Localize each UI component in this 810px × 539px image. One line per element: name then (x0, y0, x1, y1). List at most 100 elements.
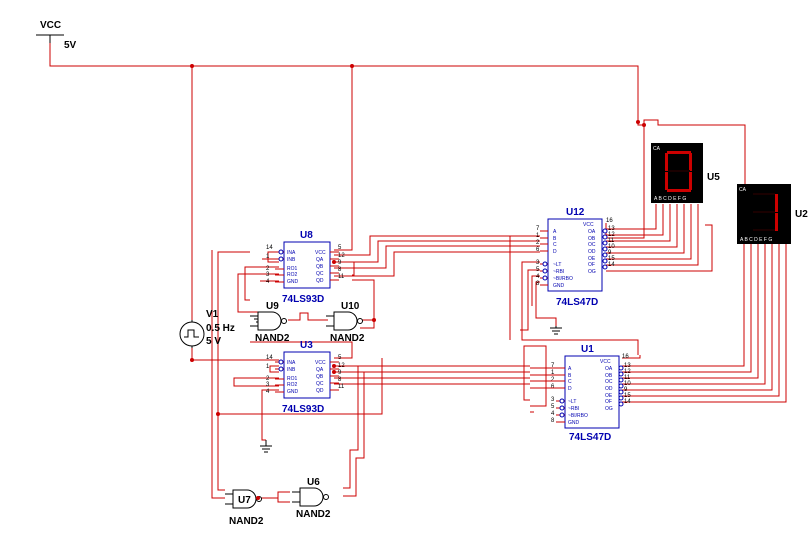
chip-part: 74LS93D (282, 404, 324, 415)
svg-text:A: A (553, 229, 557, 235)
svg-text:12: 12 (608, 232, 615, 238)
counter-u8[interactable]: U8 74LS93D INA INB RO1 RO2 GND 14 1 2 3 … (266, 230, 345, 305)
svg-text:~LT: ~LT (568, 399, 576, 405)
ground-icon (550, 326, 562, 335)
display-pins: A B C D E F G (740, 237, 772, 243)
svg-text:1: 1 (266, 254, 270, 260)
svg-text:~BI/RBO: ~BI/RBO (553, 276, 573, 282)
svg-text:QD: QD (316, 278, 324, 284)
nand-gate-u10[interactable]: U10 NAND2 (326, 301, 365, 344)
gate-ref: U7 (238, 495, 251, 506)
nand-gate-u9[interactable]: U9 NAND2 (250, 301, 290, 344)
svg-text:5: 5 (338, 245, 342, 251)
chip-ref: U1 (581, 344, 594, 355)
svg-text:D: D (553, 249, 557, 255)
svg-text:3: 3 (266, 382, 270, 388)
svg-text:QB: QB (316, 264, 324, 270)
svg-text:QC: QC (316, 381, 324, 387)
chip-part: 74LS47D (569, 432, 611, 443)
svg-text:8: 8 (338, 267, 342, 273)
vcc-value: 5V (64, 40, 77, 51)
square-wave-icon (184, 329, 199, 338)
svg-text:RO1: RO1 (287, 376, 298, 382)
gate-ref: U9 (266, 301, 279, 312)
chip-ref: U8 (300, 230, 313, 241)
display-tag: CA (739, 187, 747, 193)
svg-text:5: 5 (551, 404, 555, 410)
svg-text:OC: OC (588, 242, 596, 248)
svg-text:3: 3 (551, 397, 555, 403)
svg-text:2: 2 (536, 240, 540, 246)
gate-part: NAND2 (229, 516, 264, 527)
svg-text:11: 11 (624, 375, 631, 381)
svg-text:8: 8 (551, 418, 555, 424)
nand-gate-u6[interactable]: U6 NAND2 (292, 477, 331, 520)
digit-one-segments (753, 193, 778, 231)
decoder-u1[interactable]: U1 74LS47D A B C D ~LT ~RBI ~BI/RBO GND … (530, 344, 631, 443)
svg-text:INA: INA (287, 360, 296, 366)
svg-text:VCC: VCC (600, 359, 611, 365)
pins-left: A B C D ~LT ~RBI ~BI/RBO GND 7 1 2 6 3 5… (536, 226, 573, 289)
gate-part: NAND2 (296, 509, 331, 520)
svg-text:C: C (568, 379, 572, 385)
svg-text:9: 9 (338, 370, 342, 376)
vcc-source[interactable]: VCC 5V (36, 20, 77, 51)
svg-text:OD: OD (588, 249, 596, 255)
decoder-u12[interactable]: U12 74LS47D A B C D ~LT ~RBI ~BI/RBO GND… (536, 207, 615, 308)
svg-text:7: 7 (551, 363, 555, 369)
gate-ref: U10 (341, 301, 360, 312)
pins-left: INA INB RO1 RO2 GND 14 1 2 3 4 (266, 355, 299, 395)
pins-left: A B C D ~LT ~RBI ~BI/RBO GND 7 1 2 6 3 5… (551, 363, 588, 426)
seven-segment-u2[interactable]: CA A B C D E F G U2 (737, 184, 808, 244)
svg-text:GND: GND (287, 279, 299, 285)
gate-part: NAND2 (330, 333, 365, 344)
pins-right: VCC OA OB OC OD OE OF OG 16 13 12 11 10 … (600, 354, 631, 412)
svg-text:OB: OB (605, 373, 613, 379)
svg-text:14: 14 (266, 245, 273, 251)
svg-text:QB: QB (316, 374, 324, 380)
display-tag: CA (653, 146, 661, 152)
svg-text:16: 16 (622, 354, 629, 360)
svg-text:~RBI: ~RBI (568, 406, 579, 412)
svg-text:INA: INA (287, 250, 296, 256)
svg-text:11: 11 (338, 384, 345, 390)
svg-text:8: 8 (536, 281, 540, 287)
svg-text:15: 15 (608, 256, 615, 262)
svg-text:10: 10 (608, 244, 615, 250)
svg-text:5: 5 (338, 355, 342, 361)
svg-text:2: 2 (266, 266, 270, 272)
svg-text:4: 4 (266, 279, 270, 285)
svg-text:B: B (553, 236, 557, 242)
gate-ref: U6 (307, 477, 320, 488)
chip-ref: U3 (300, 340, 313, 351)
svg-text:D: D (568, 386, 572, 392)
pins-right: VCC QA QB QC QD 5 12 9 8 11 (315, 245, 345, 284)
counter-u3[interactable]: U3 74LS93D INA INB RO1 RO2 GND 14 1 2 3 … (266, 340, 345, 415)
nand-gate-u7[interactable]: U7 NAND2 (225, 489, 264, 527)
svg-text:OC: OC (605, 379, 613, 385)
vcc-label: VCC (40, 20, 61, 31)
svg-text:OB: OB (588, 236, 596, 242)
v1-ref: V1 (206, 309, 219, 320)
svg-text:4: 4 (551, 411, 555, 417)
svg-text:9: 9 (608, 250, 612, 256)
svg-text:VCC: VCC (315, 360, 326, 366)
svg-text:B: B (568, 373, 572, 379)
svg-text:2: 2 (266, 376, 270, 382)
svg-text:OG: OG (588, 269, 596, 275)
clock-source-v1[interactable]: V1 0.5 Hz 5 V (179, 309, 235, 348)
svg-text:11: 11 (608, 238, 615, 244)
svg-text:5: 5 (536, 267, 540, 273)
svg-text:1: 1 (551, 370, 555, 376)
seven-segment-u5[interactable]: CA A B C D E F G U5 (651, 143, 720, 203)
svg-text:RO1: RO1 (287, 266, 298, 272)
svg-text:3: 3 (536, 260, 540, 266)
display-ref: U5 (707, 172, 720, 183)
gate-part: NAND2 (255, 333, 290, 344)
svg-text:4: 4 (266, 389, 270, 395)
svg-text:GND: GND (287, 389, 299, 395)
v1-frequency: 0.5 Hz (206, 323, 235, 334)
svg-text:13: 13 (608, 226, 615, 232)
pins-right: VCC OA OB OC OD OE OF OG 16 13 12 11 10 … (583, 218, 615, 275)
